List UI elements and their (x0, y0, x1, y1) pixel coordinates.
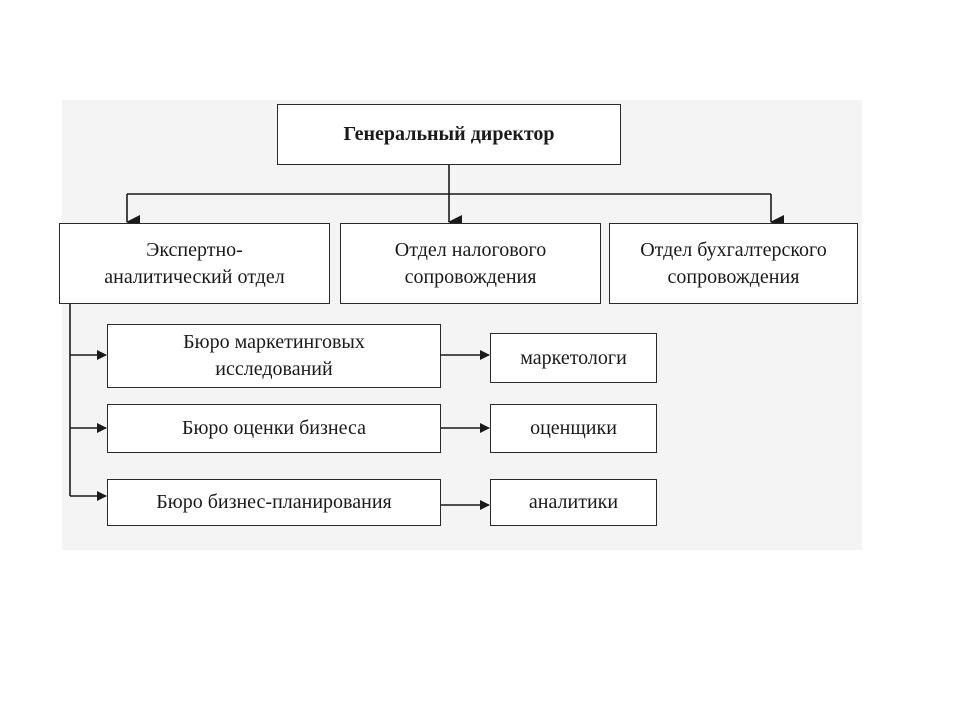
node-label: Бюро бизнес-планирования (156, 491, 392, 513)
node-role-appraisers: оценщики (490, 404, 657, 453)
node-bureau-marketing-research: Бюро маркетинговых исследований (107, 324, 441, 388)
node-label: Бюро маркетинговых исследований (183, 331, 365, 380)
node-tax-support-dept: Отдел налогового сопровождения (340, 223, 601, 304)
node-label: Отдел бухгалтерского сопровождения (640, 238, 827, 288)
node-accounting-support-dept: Отдел бухгалтерского сопровождения (609, 223, 858, 304)
node-label: маркетологи (520, 346, 627, 369)
node-general-director: Генеральный директор (277, 104, 621, 165)
node-label: Экспертно- аналитический отдел (104, 238, 285, 288)
node-label: оценщики (530, 417, 617, 439)
node-label: Бюро оценки бизнеса (182, 417, 366, 439)
node-role-analysts: аналитики (490, 479, 657, 526)
node-label: Генеральный директор (343, 123, 555, 145)
node-label: Отдел налогового сопровождения (394, 238, 547, 288)
node-bureau-business-planning: Бюро бизнес-планирования (107, 479, 441, 526)
node-label: аналитики (528, 491, 619, 513)
node-expert-analytical-dept: Экспертно- аналитический отдел (59, 223, 330, 304)
node-bureau-business-valuation: Бюро оценки бизнеса (107, 404, 441, 453)
node-role-marketers: маркетологи (490, 333, 657, 383)
